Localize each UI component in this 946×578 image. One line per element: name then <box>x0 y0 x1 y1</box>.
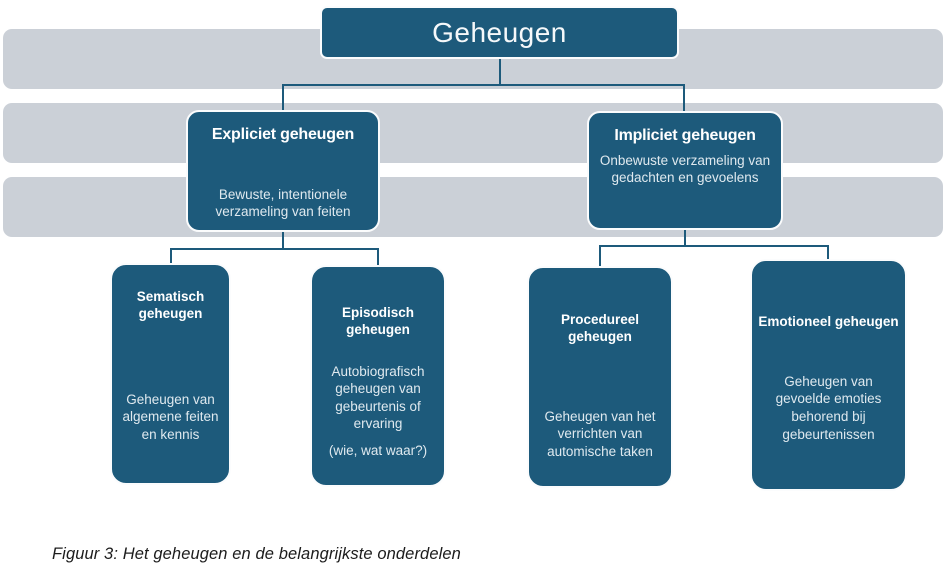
node-expliciet-title: Expliciet geheugen <box>211 126 355 143</box>
connector-to-procedureel <box>599 245 601 266</box>
node-procedureel-description: Geheugen van het verrichten van automisc… <box>544 408 656 459</box>
node-expliciet-description: Bewuste, intentionele verzameling van fe… <box>215 187 351 220</box>
node-impliciet-title: Impliciet geheugen <box>614 127 756 144</box>
node-impliciet-geheugen: Impliciet geheugen Onbewuste verzameling… <box>587 111 783 230</box>
figure-caption: Figuur 3: Het geheugen en de belangrijks… <box>52 545 461 563</box>
node-episodisch-title: Episodisch geheugen <box>341 305 414 337</box>
node-episodisch-description: Autobiografisch geheugen van gebeurtenis… <box>331 363 425 432</box>
node-emotioneel-description: Geheugen van gevoelde emoties behorend b… <box>775 373 882 442</box>
connector-impliciet-crossbar <box>599 245 829 247</box>
connector-root-crossbar <box>282 84 685 86</box>
node-episodisch-note: (wie, wat waar?) <box>328 442 428 458</box>
connector-to-episodisch <box>377 248 379 265</box>
background-stripe-2 <box>3 103 943 163</box>
node-expliciet-geheugen: Expliciet geheugen Bewuste, intentionele… <box>186 110 380 232</box>
node-procedureel-geheugen: Procedureel geheugen Geheugen van het ve… <box>527 266 673 488</box>
node-impliciet-description: Onbewuste verzameling van gedachten en g… <box>599 153 771 186</box>
connector-to-impliciet <box>683 84 685 112</box>
node-sematisch-description: Geheugen van algemene feiten en kennis <box>122 391 219 442</box>
node-sematisch-title: Sematisch geheugen <box>136 289 205 321</box>
node-procedureel-title: Procedureel geheugen <box>560 312 640 344</box>
connector-to-sematisch <box>170 248 172 263</box>
connector-to-expliciet <box>282 84 284 111</box>
node-emotioneel-geheugen: Emotioneel geheugen Geheugen van gevoeld… <box>750 259 907 491</box>
connector-impliciet-stem <box>684 230 686 246</box>
connector-to-emotioneel <box>827 245 829 259</box>
background-stripe-3 <box>3 177 943 237</box>
node-geheugen: Geheugen <box>320 6 679 59</box>
node-geheugen-label: Geheugen <box>432 16 567 48</box>
node-emotioneel-title: Emotioneel geheugen <box>758 314 899 329</box>
connector-root-stem <box>499 57 501 85</box>
connector-expliciet-stem <box>282 231 284 249</box>
connector-expliciet-crossbar <box>170 248 378 250</box>
node-episodisch-geheugen: Episodisch geheugen Autobiografisch gehe… <box>310 265 446 487</box>
node-sematisch-geheugen: Sematisch geheugen Geheugen van algemene… <box>110 263 231 485</box>
